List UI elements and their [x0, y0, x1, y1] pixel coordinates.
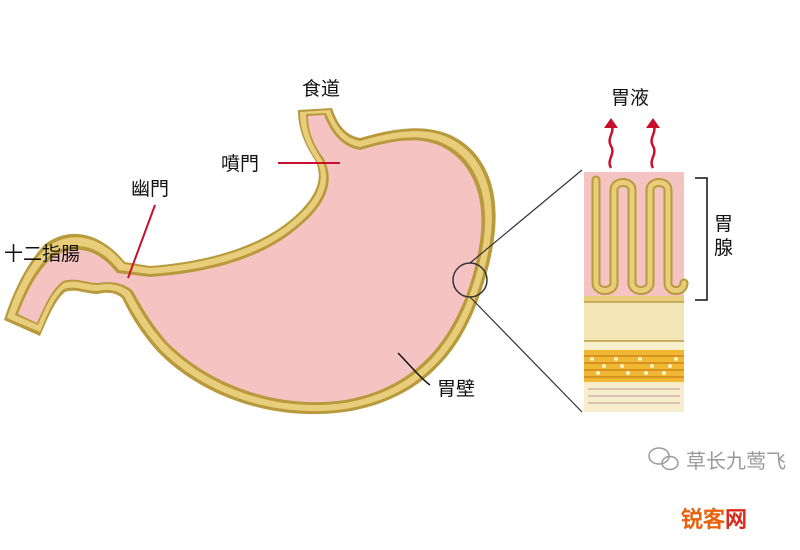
muscle-pattern — [584, 355, 684, 378]
stomach-interior — [18, 115, 482, 403]
tissue-outer-layer — [584, 382, 684, 412]
tissue-thin-band — [584, 342, 684, 350]
label-gastric-juice: 胃液 — [611, 87, 649, 109]
label-pylorus: 幽門 — [131, 178, 169, 200]
label-duodenum: 十二指腸 — [4, 243, 80, 265]
gland-loops-inner — [593, 177, 687, 293]
label-stomach-wall: 胃壁 — [437, 378, 475, 400]
watermark: 草长九莺飞 — [648, 447, 786, 473]
label-cardia: 噴門 — [221, 153, 259, 175]
pylorus-pointer — [127, 204, 156, 279]
brand-logo: 锐客网 — [681, 507, 747, 533]
magnify-leader-bottom — [469, 296, 583, 413]
tissue-section — [584, 172, 689, 412]
tissue-gland-base — [584, 296, 684, 302]
watermark-text: 草长九莺飞 — [686, 449, 786, 473]
label-gastric-gland-2: 腺 — [714, 237, 733, 259]
outer-layer-lines — [588, 388, 680, 404]
wechat-icon — [648, 447, 679, 471]
wall-pointer — [397, 352, 431, 386]
stomach — [4, 108, 496, 415]
brand-part1: 锐客 — [681, 507, 726, 533]
brand-part2: 网 — [725, 508, 747, 533]
gland-bracket — [695, 177, 708, 301]
tissue-submucosa — [584, 303, 684, 341]
label-gastric-gland-1: 胃 — [714, 213, 733, 235]
juice-arrow-right — [646, 118, 660, 169]
magnify-leader-top — [469, 169, 583, 264]
muscle-dots — [590, 357, 678, 375]
label-esophagus: 食道 — [302, 78, 340, 100]
juice-arrow-left — [604, 118, 618, 169]
